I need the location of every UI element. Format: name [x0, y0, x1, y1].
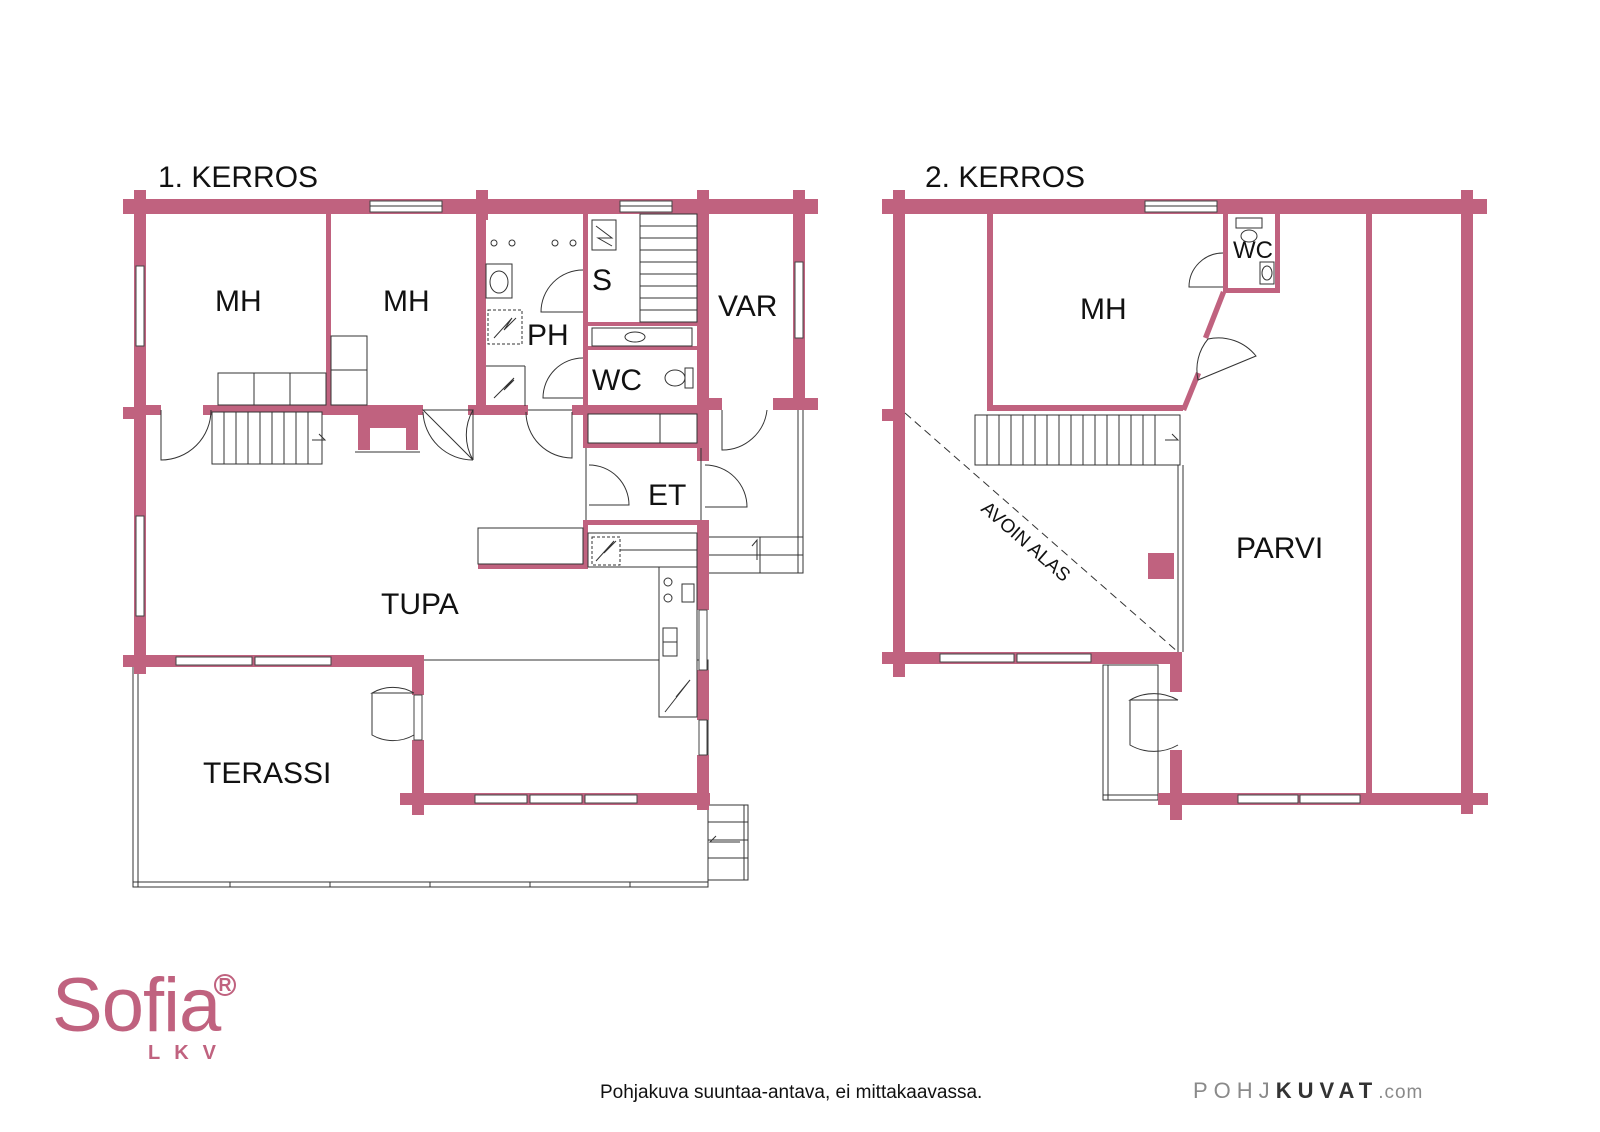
floor-2-windows — [939, 200, 1361, 804]
logo-wordmark: Sofia — [52, 963, 221, 1048]
room-label-tupa: TUPA — [381, 588, 459, 621]
pohjakuvat-brand: POHJKUVAT.com — [1193, 1078, 1423, 1104]
room-label-wc-upper: WC — [1233, 237, 1273, 264]
disclaimer-text: Pohjakuva suuntaa-antava, ei mittakaavas… — [600, 1082, 983, 1103]
sofia-logo: Sofia R LKV — [52, 963, 236, 1065]
brand-part-1: POHJ — [1193, 1078, 1276, 1103]
logo-subtitle: LKV — [148, 1042, 230, 1064]
floor-2-title: 2. KERROS — [925, 161, 1085, 194]
floor-1-labels: 1. KERROS MH MH PH S WC VAR ET TUPA TERA… — [158, 161, 777, 790]
room-label-mh-upper: MH — [1080, 293, 1127, 326]
room-label-s: S — [592, 264, 612, 297]
floor-2-walls — [882, 190, 1488, 820]
brand-part-3: .com — [1378, 1082, 1424, 1103]
floor-1-fixtures — [211, 213, 702, 718]
floor-2-labels: 2. KERROS MH WC PARVI AVOIN ALAS — [925, 161, 1323, 586]
open-below-label: AVOIN ALAS — [977, 498, 1074, 586]
floor-1-walls — [123, 190, 818, 815]
floor-2-fixtures — [904, 217, 1275, 653]
room-label-et: ET — [648, 479, 686, 512]
room-label-ph: PH — [527, 319, 569, 352]
floor-1-plan: 1. KERROS MH MH PH S WC VAR ET TUPA TERA… — [123, 161, 818, 888]
floor-1-title: 1. KERROS — [158, 161, 318, 194]
floor-2-plan: 2. KERROS MH WC PARVI AVOIN ALAS — [882, 161, 1488, 820]
room-label-wc: WC — [592, 364, 642, 397]
brand-part-2: KUVAT — [1275, 1078, 1379, 1103]
room-label-terassi: TERASSI — [203, 757, 331, 790]
room-label-mh-1: MH — [215, 285, 262, 318]
floor-1-doors — [160, 269, 768, 742]
room-label-var: VAR — [718, 290, 777, 323]
room-label-parvi: PARVI — [1236, 532, 1323, 565]
room-label-mh-2: MH — [383, 285, 430, 318]
floor-1-windows — [135, 200, 804, 804]
registered-mark: R — [214, 974, 236, 996]
